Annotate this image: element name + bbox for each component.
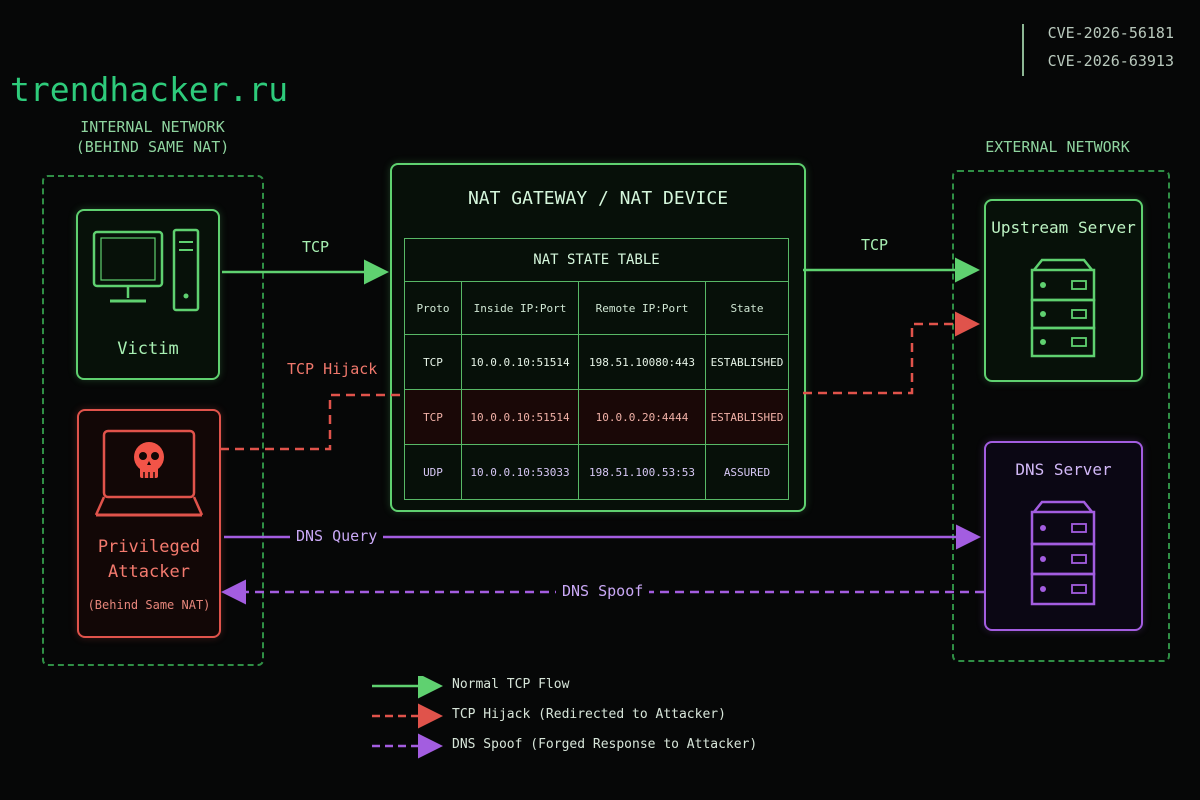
internal-network-zone <box>42 175 264 666</box>
dns-query-label: DNS Query <box>290 527 384 545</box>
table-header-cell: Inside IP:Port <box>461 281 579 335</box>
cve-divider <box>1022 24 1024 76</box>
legend-swatches <box>372 676 443 759</box>
upstream-server-label: Upstream Server <box>991 218 1136 237</box>
legend-item-label: Normal TCP Flow <box>452 677 570 692</box>
victim-label: Victim <box>117 339 179 359</box>
dns-server-label: DNS Server <box>1015 460 1112 479</box>
table-cell: TCP <box>404 334 462 390</box>
table-cell: ESTABLISHED <box>705 334 789 390</box>
table-cell: ESTABLISHED <box>705 389 789 445</box>
dns-spoof-label: DNS Spoof <box>556 582 650 600</box>
watermark-text: trendhacker.ru <box>10 70 289 109</box>
tcp-label-left: TCP <box>302 238 330 256</box>
upstream-server-node[interactable]: Upstream Server <box>984 199 1143 382</box>
table-cell: ASSURED <box>705 444 789 500</box>
table-cell: 10.0.0.20:4444 <box>578 389 706 445</box>
attacker-label-line2: Attacker <box>108 562 190 582</box>
attacker-note: (Behind Same NAT) <box>87 598 211 612</box>
table-header-cell: Remote IP:Port <box>578 281 706 335</box>
internal-network-title-line1: INTERNAL NETWORK <box>80 118 225 136</box>
cve-id: CVE-2026-56181 <box>1047 24 1174 42</box>
table-row-spoofed: UDP 10.0.0.10:53033 198.51.100.53:53 ASS… <box>404 444 789 500</box>
attacker-label: Privileged Attacker <box>79 535 219 585</box>
table-cell: TCP <box>404 389 462 445</box>
nat-state-table: NAT STATE TABLE Proto Inside IP:Port Rem… <box>404 238 789 500</box>
attacker-node[interactable]: Privileged Attacker (Behind Same NAT) <box>77 409 221 638</box>
tcp-label-right: TCP <box>861 236 889 254</box>
table-cell: 198.51.100.53:53 <box>578 444 706 500</box>
server-rack-icon <box>1030 500 1096 606</box>
laptop-skull-icon <box>94 429 204 517</box>
server-rack-icon <box>1030 258 1096 358</box>
table-header-cell: Proto <box>404 281 462 335</box>
internal-network-title: INTERNAL NETWORK (BEHIND SAME NAT) <box>40 117 265 157</box>
table-header-cell: State <box>705 281 789 335</box>
external-network-zone <box>952 170 1170 662</box>
tcp-hijack-label: TCP Hijack <box>287 360 378 378</box>
tcp-hijack-arrow-left <box>220 393 400 451</box>
external-network-title: EXTERNAL NETWORK <box>985 138 1130 156</box>
dns-server-node[interactable]: DNS Server <box>984 441 1143 631</box>
table-row-hijacked: TCP 10.0.0.10:51514 10.0.0.20:4444 ESTAB… <box>404 389 789 445</box>
cve-id: CVE-2026-63913 <box>1047 52 1174 70</box>
legend-item-label: TCP Hijack (Redirected to Attacker) <box>452 707 726 722</box>
attacker-label-line1: Privileged <box>97 537 201 557</box>
tcp-hijack-arrow-right <box>803 311 980 395</box>
table-cell: 10.0.0.10:51514 <box>461 334 579 390</box>
legend: Normal TCP Flow TCP Hijack (Redirected t… <box>370 676 790 766</box>
desktop-computer-icon <box>92 228 200 312</box>
table-cell: 10.0.0.10:51514 <box>461 389 579 445</box>
internal-network-title-line2: (BEHIND SAME NAT) <box>75 138 230 156</box>
nat-gateway-title: NAT GATEWAY / NAT DEVICE <box>467 188 729 209</box>
legend-item-label: DNS Spoof (Forged Response to Attacker) <box>452 737 758 752</box>
victim-node[interactable]: Victim <box>76 209 220 380</box>
